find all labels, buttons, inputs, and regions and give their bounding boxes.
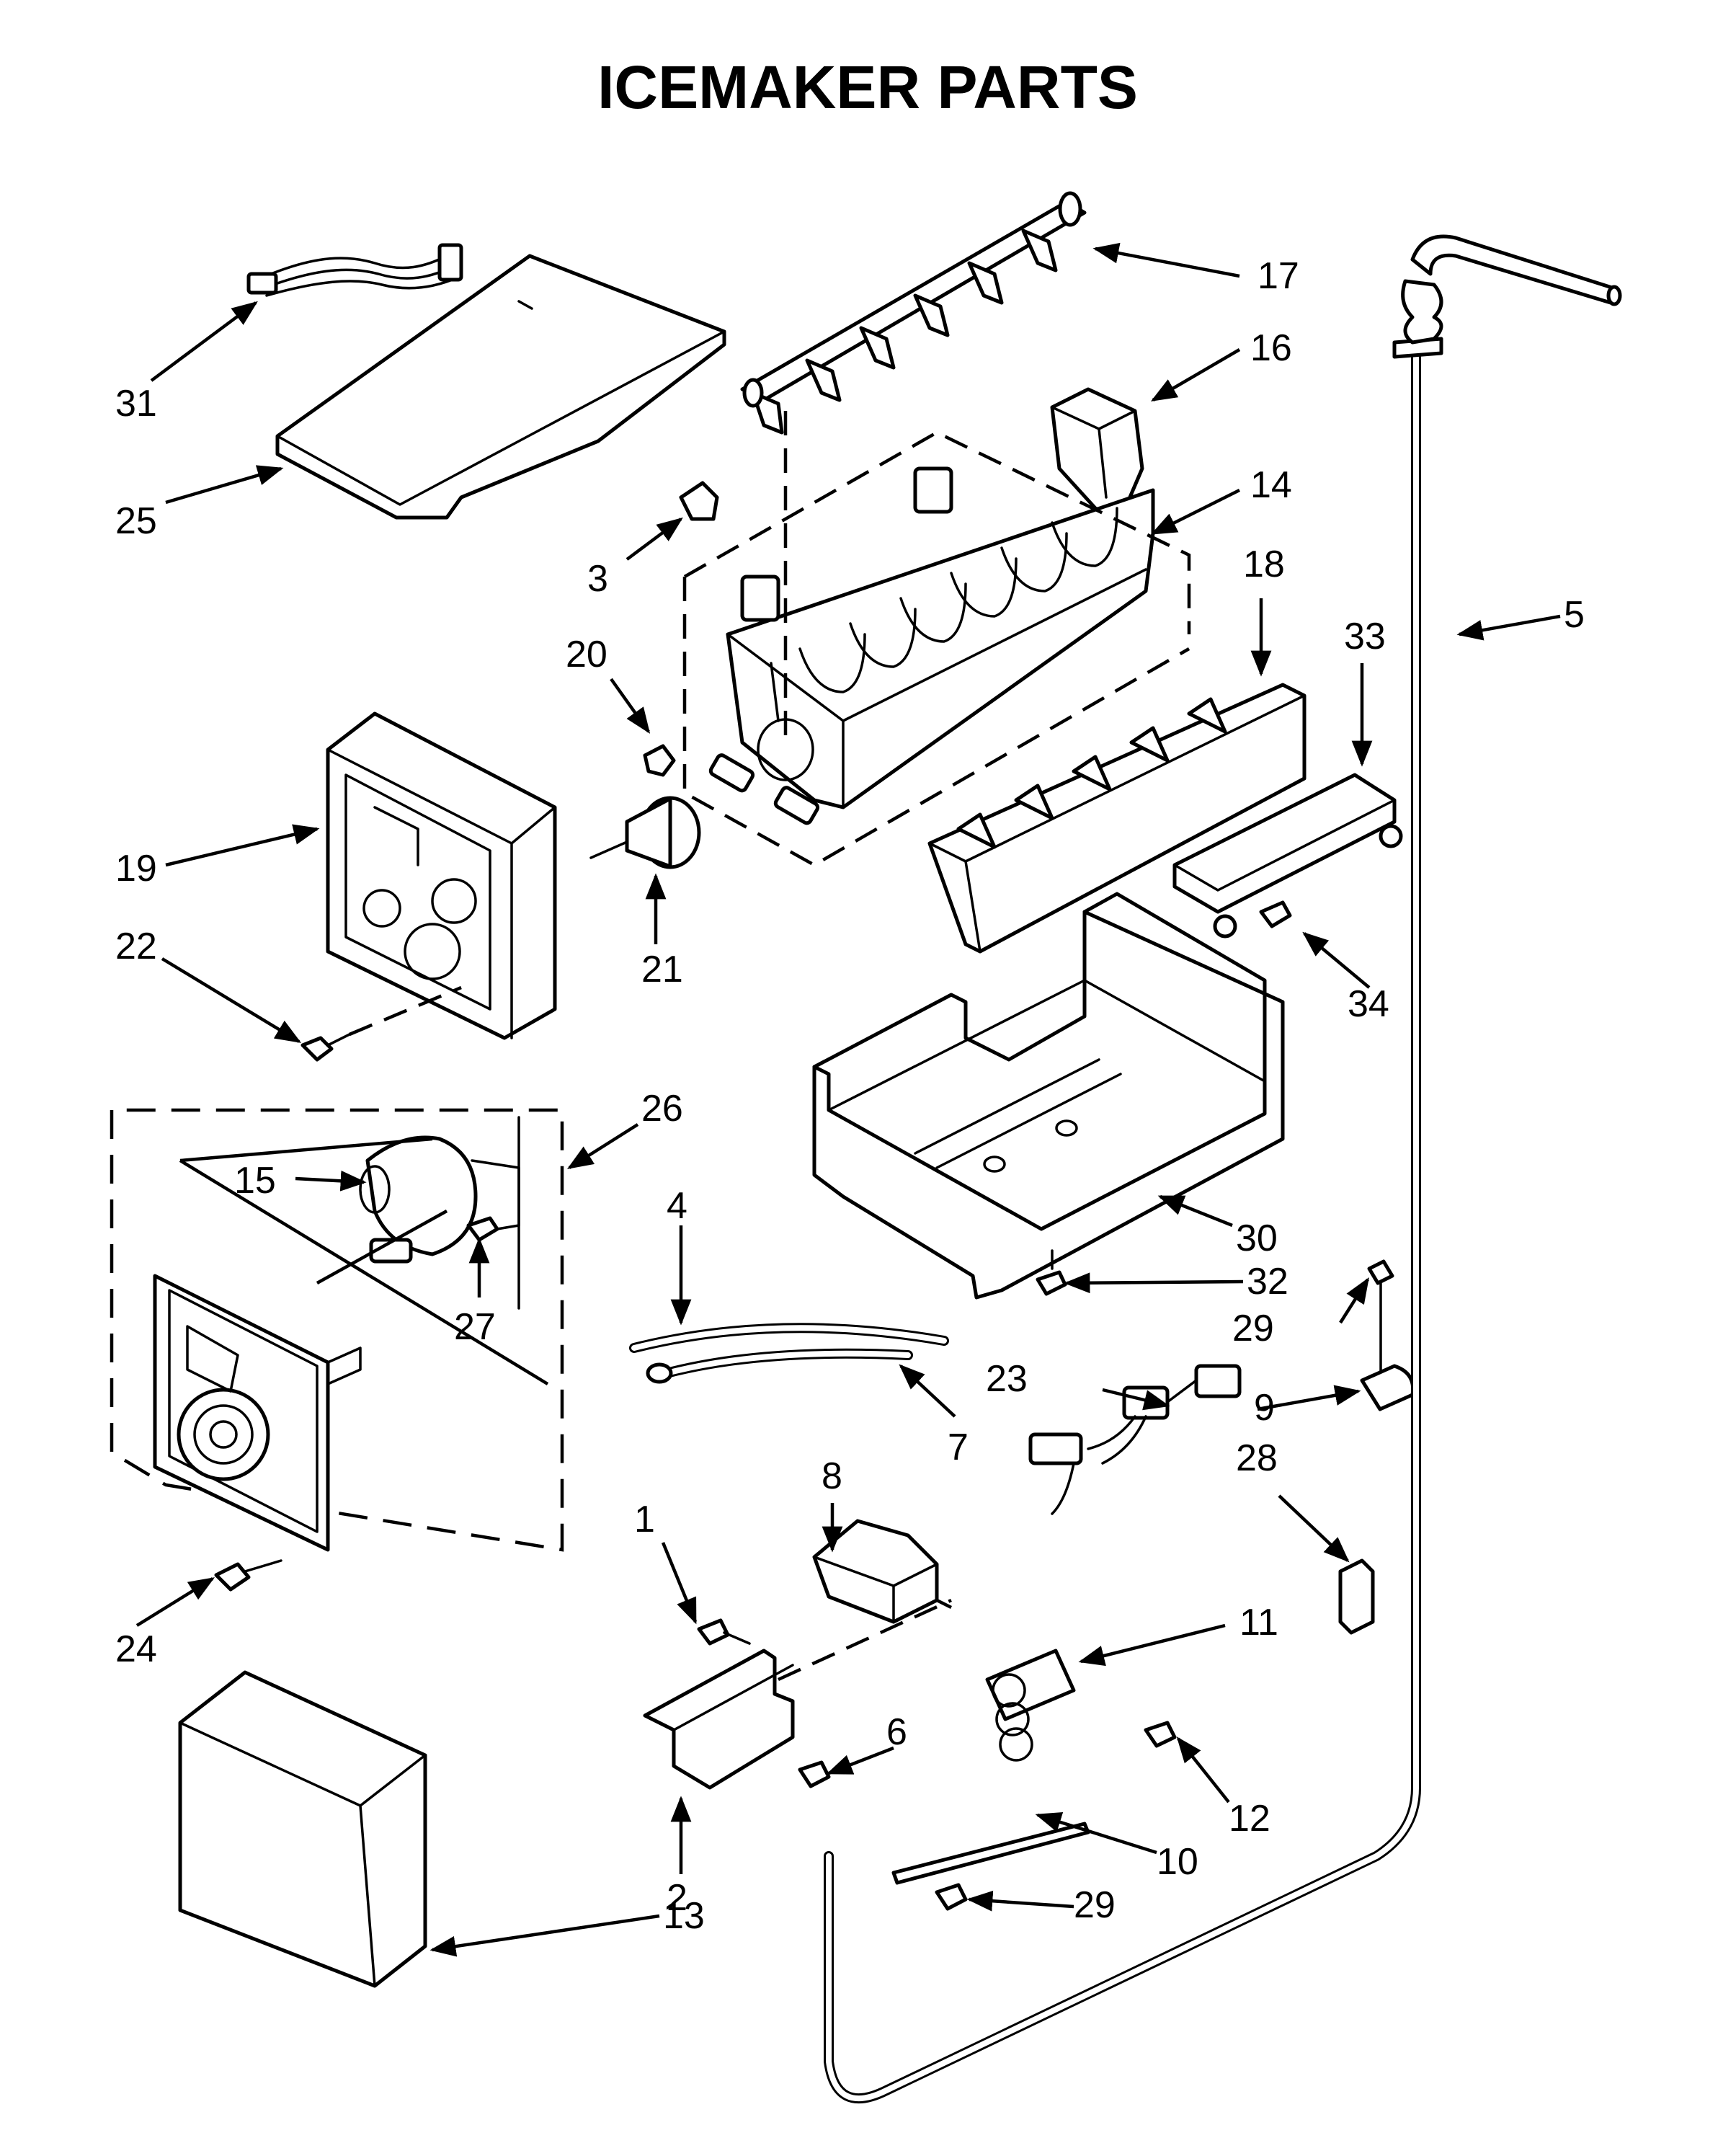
part-17-ejector xyxy=(740,191,1087,435)
part-2-bracket xyxy=(643,1649,795,1790)
part-28-connector xyxy=(1338,1558,1375,1635)
callout-17: 17 xyxy=(1258,255,1299,297)
callout-7: 7 xyxy=(948,1427,969,1468)
part-21-plug xyxy=(589,796,701,869)
part-10-strip xyxy=(891,1822,1090,1885)
callout-14: 14 xyxy=(1250,464,1292,506)
callout-10: 10 xyxy=(1157,1841,1198,1883)
callout-29-upper: 29 xyxy=(1232,1308,1274,1349)
part-8-valve xyxy=(812,1519,953,1624)
part-4-tube xyxy=(629,1323,949,1353)
callout-34: 34 xyxy=(1348,983,1389,1025)
callout-33: 33 xyxy=(1344,616,1386,657)
part-14-mold xyxy=(708,466,1155,825)
callout-30: 30 xyxy=(1236,1217,1278,1259)
callout-16: 16 xyxy=(1250,327,1292,369)
callout-2: 2 xyxy=(667,1877,687,1919)
callout-9: 9 xyxy=(1254,1387,1275,1429)
part-13-box xyxy=(178,1670,427,1988)
part-31-wire-harness xyxy=(246,243,463,297)
part-15-motor xyxy=(359,1116,520,1310)
callout-13: 13 xyxy=(663,1895,705,1937)
callout-8: 8 xyxy=(822,1455,842,1497)
part-23-harness xyxy=(1028,1364,1242,1515)
module-plate xyxy=(153,1274,362,1552)
callout-6: 6 xyxy=(886,1711,907,1753)
part-22-screw xyxy=(301,985,462,1062)
part-29-screw-upper xyxy=(1367,1259,1394,1378)
callout-5: 5 xyxy=(1564,594,1585,636)
part-3-clip xyxy=(679,481,719,521)
callout-27: 27 xyxy=(454,1306,496,1348)
part-16-fill-cup xyxy=(1050,387,1144,521)
callout-31: 31 xyxy=(115,383,157,425)
part-11-clip xyxy=(985,1649,1076,1762)
part-33-bracket xyxy=(1172,773,1403,939)
callout-4: 4 xyxy=(667,1185,687,1227)
part-1-screw xyxy=(697,1618,751,1646)
callout-1: 1 xyxy=(634,1499,655,1540)
part-6-screw xyxy=(798,1760,831,1788)
callout-3: 3 xyxy=(587,558,608,600)
callout-23: 23 xyxy=(986,1358,1028,1400)
part-26-assembly-box xyxy=(110,1108,564,1552)
part-19-module-housing xyxy=(326,711,557,1040)
callout-28: 28 xyxy=(1236,1437,1278,1479)
part-9-clamp xyxy=(1360,1364,1415,1411)
part-18-stripper xyxy=(927,683,1307,954)
part-29-screw-lower xyxy=(935,1883,968,1911)
part-25-cover xyxy=(275,254,726,520)
callout-24: 24 xyxy=(115,1628,157,1670)
callout-11: 11 xyxy=(1239,1602,1278,1643)
diagram-title: ICEMAKER PARTS xyxy=(597,53,1138,121)
callout-21: 21 xyxy=(641,949,683,990)
part-5-water-line xyxy=(824,234,1622,2104)
part-7-tube xyxy=(646,1348,913,1384)
callout-19: 19 xyxy=(115,848,157,890)
part-24-screw xyxy=(214,1559,282,1592)
part-12-screw xyxy=(1144,1721,1177,1748)
callout-26: 26 xyxy=(641,1088,683,1130)
callout-22: 22 xyxy=(115,926,157,967)
callout-29-lower: 29 xyxy=(1074,1884,1116,1926)
part-30-shield xyxy=(812,892,1285,1300)
callout-15: 15 xyxy=(234,1160,276,1202)
callout-18: 18 xyxy=(1243,544,1285,585)
callout-32: 32 xyxy=(1247,1261,1288,1303)
part-27-screw xyxy=(466,1216,499,1242)
part-20-clip xyxy=(643,744,676,777)
part-34-screw xyxy=(1259,900,1292,928)
callout-25: 25 xyxy=(115,500,157,542)
callout-20: 20 xyxy=(566,634,607,675)
callout-12: 12 xyxy=(1229,1798,1270,1840)
valve-mount-dashed xyxy=(778,1598,952,1682)
